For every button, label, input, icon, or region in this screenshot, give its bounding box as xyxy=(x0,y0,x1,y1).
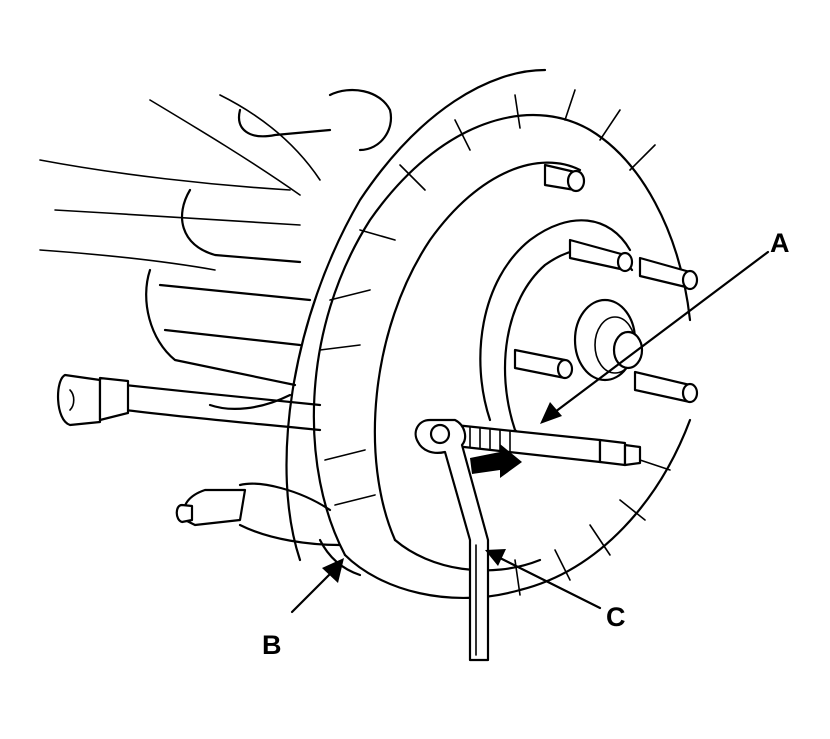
brake-hose xyxy=(56,373,322,432)
wrench xyxy=(414,418,490,662)
suspension-background xyxy=(39,88,393,410)
brake-disc xyxy=(285,68,692,600)
knuckle-lower xyxy=(175,482,362,577)
wheel-studs xyxy=(513,163,699,404)
callout-label-b: B xyxy=(262,630,282,660)
callout-label-c: C xyxy=(606,602,626,632)
callout-label-a: A xyxy=(770,228,790,258)
direction-arrow xyxy=(470,444,522,478)
callout-leaders xyxy=(290,250,770,614)
